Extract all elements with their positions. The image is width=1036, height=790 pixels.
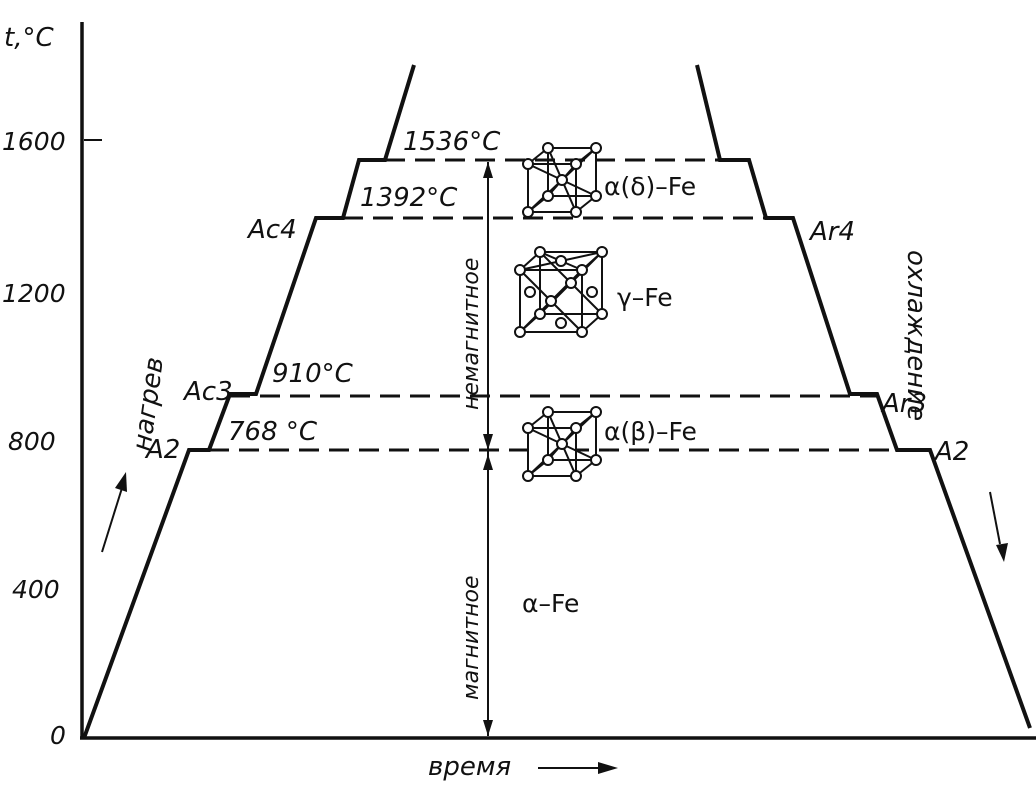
magnetic-label: магнитное xyxy=(459,575,484,700)
temp-768-label: 768 °C xyxy=(228,417,318,447)
ac3-label: Ac3 xyxy=(182,377,233,407)
phase-delta-label: α(δ)–Fe xyxy=(604,172,696,201)
phase-gamma-label: γ–Fe xyxy=(617,283,673,312)
a2-heating-label: A2 xyxy=(144,435,180,465)
phase-alpha-label: α–Fe xyxy=(522,589,579,618)
temp-1392-label: 1392°C xyxy=(360,183,458,213)
cooling-label: охлаждение xyxy=(901,250,931,421)
phase-beta-label: α(β)–Fe xyxy=(604,417,697,446)
ar4-label: Ar4 xyxy=(808,217,855,247)
y-axis-label: t,°C xyxy=(4,23,54,53)
y-tick-label-1200: 1200 xyxy=(2,279,66,308)
nonmagnetic-label: немагнитное xyxy=(459,258,484,410)
ar3-label: Ar3 xyxy=(880,389,927,419)
heating-curve xyxy=(82,64,416,739)
y-tick-label-800: 800 xyxy=(8,427,56,456)
ac4-label: Ac4 xyxy=(246,215,297,245)
y-tick-label-400: 400 xyxy=(12,575,60,604)
a2-cooling-label: A2 xyxy=(933,437,969,467)
bcc-lattice-icon xyxy=(522,406,602,482)
temp-910-label: 910°C xyxy=(272,359,354,389)
temp-1536-label: 1536°C xyxy=(403,127,501,157)
y-tick-label-1600: 1600 xyxy=(2,127,66,156)
x-axis-label: время xyxy=(428,752,511,782)
time-arrow xyxy=(538,762,618,774)
fcc-lattice-icon xyxy=(514,246,608,338)
cooling-arrow xyxy=(989,491,1008,562)
heating-arrow xyxy=(101,472,127,553)
y-tick-label-0: 0 xyxy=(50,721,66,750)
region-divider xyxy=(483,162,493,736)
bcc-lattice-icon xyxy=(522,142,602,218)
